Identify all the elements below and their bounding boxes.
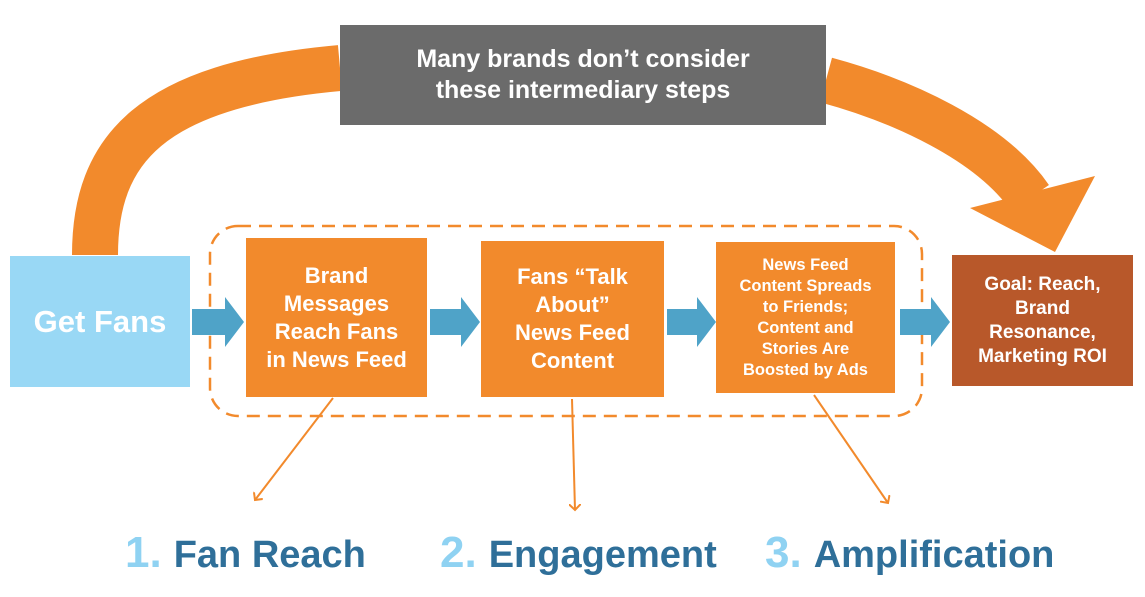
curved-arrow — [72, 45, 1095, 256]
step-box-amplification: News Feed Content Spreads to Friends; Co… — [716, 242, 895, 393]
pointer-arrow-2 — [572, 398, 575, 510]
flow-arrow-2 — [430, 297, 480, 347]
flow-arrow-3 — [667, 297, 716, 347]
goal-box: Goal: Reach, Brand Resonance, Marketing … — [952, 255, 1133, 386]
label-text: Amplification — [813, 534, 1055, 576]
label-text: Fan Reach — [173, 534, 366, 576]
label-number: 3. — [765, 528, 802, 577]
step-box-fan-reach: Brand Messages Reach Fans in News Feed — [246, 238, 427, 397]
curved-arrow-head — [970, 176, 1095, 252]
label-engagement: 2. Engagement — [440, 528, 717, 588]
label-number: 2. — [440, 528, 477, 577]
step-box-engagement: Fans “Talk About” News Feed Content — [481, 241, 664, 397]
get-fans-box: Get Fans — [10, 256, 190, 387]
label-fan-reach: 1. Fan Reach — [125, 528, 366, 588]
label-text: Engagement — [488, 534, 717, 576]
flow-arrow-4 — [900, 297, 950, 347]
flow-arrow-1 — [192, 297, 244, 347]
label-number: 1. — [125, 528, 162, 577]
pointer-arrow-1 — [255, 397, 334, 500]
label-amplification: 3. Amplification — [765, 528, 1054, 588]
pointer-arrow-3 — [813, 394, 888, 503]
banner-box: Many brands don’t consider these interme… — [340, 25, 826, 125]
